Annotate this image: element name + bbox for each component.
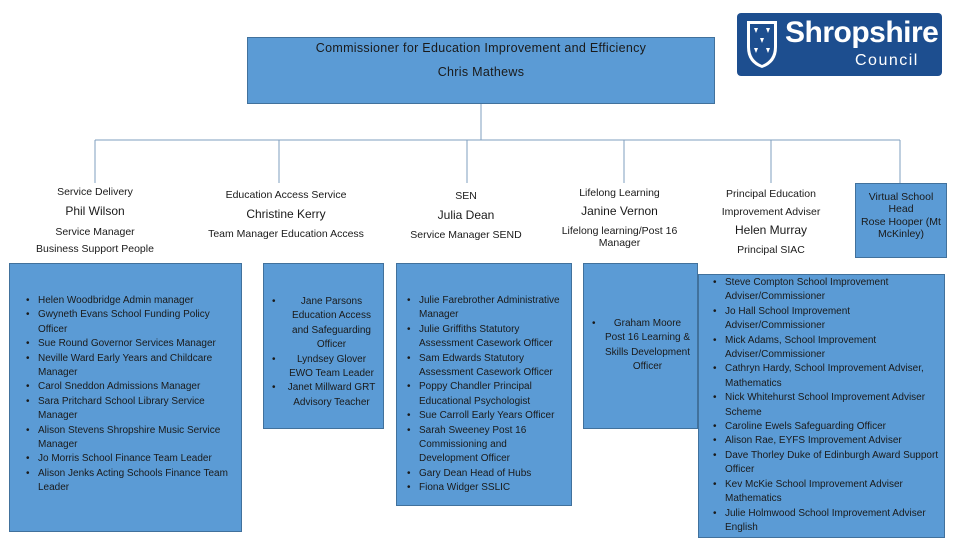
staff-list-item: Nick Whitehurst School Improvement Advis…: [713, 391, 940, 420]
commissioner-name: Chris Mathews: [437, 65, 525, 79]
list-education-access: Jane Parsons Education Access and Safegu…: [263, 263, 384, 429]
staff-list-item: Sue Round Governor Services Manager: [26, 337, 237, 352]
shropshire-council-logo: Shropshire Council: [737, 13, 942, 76]
staff-list: Julie Farebrother Administrative Manager…: [403, 294, 567, 496]
staff-list-item: Mick Adams, School Improvement Adviser/C…: [713, 334, 940, 363]
staff-list-item: Caroline Ewels Safeguarding Officer: [713, 420, 940, 435]
header-sen: SEN Julia Dean Service Manager SEND: [396, 190, 536, 241]
staff-list-item: Sarah Sweeney Post 16 Commissioning and …: [407, 424, 567, 467]
logo-subtitle: Council: [855, 52, 919, 69]
staff-list-item: Gary Dean Head of Hubs: [407, 467, 567, 482]
header-role: Service Manager: [55, 225, 135, 238]
staff-list-item: Neville Ward Early Years and Childcare M…: [26, 352, 237, 381]
staff-list-item: Poppy Chandler Principal Educational Psy…: [407, 380, 567, 409]
header-service-delivery: Service Delivery Phil Wilson Service Man…: [20, 186, 170, 255]
header-subtitle: Improvement Adviser: [721, 206, 821, 219]
staff-list-item: Jane Parsons Education Access and Safegu…: [272, 295, 379, 353]
header-principal-education: Principal Education Improvement Adviser …: [701, 188, 841, 256]
staff-list-item: Dave Thorley Duke of Edinburgh Award Sup…: [713, 449, 940, 478]
header-role: Lifelong learning/Post 16 Manager: [561, 224, 678, 249]
staff-list-item: Kev McKie School Improvement Adviser Mat…: [713, 478, 940, 507]
staff-list-item: Gwyneth Evans School Funding Policy Offi…: [26, 308, 237, 337]
staff-list-item: Julie Holmwood School Improvement Advise…: [713, 507, 940, 536]
staff-list: Graham Moore Post 16 Learning & Skills D…: [588, 317, 691, 375]
header-name: Janine Vernon: [581, 204, 658, 219]
staff-list-item: Sue Carroll Early Years Officer: [407, 409, 567, 424]
header-title: Virtual School Head: [868, 191, 934, 216]
list-lifelong-learning: Graham Moore Post 16 Learning & Skills D…: [583, 263, 698, 429]
staff-list-item: Alison Rae, EYFS Improvement Adviser: [713, 434, 940, 449]
staff-list-item: Alison Stevens Shropshire Music Service …: [26, 424, 237, 453]
header-education-access: Education Access Service Christine Kerry…: [196, 189, 376, 240]
staff-list-item: Steve Compton School Improvement Adviser…: [713, 276, 940, 305]
header-role: Service Manager SEND: [410, 228, 522, 241]
header-title: Education Access Service: [225, 189, 347, 201]
staff-list-item: Janet Millward GRT Advisory Teacher: [272, 381, 379, 410]
header-name: Helen Murray: [734, 223, 808, 238]
shield-icon: [747, 21, 777, 68]
commissioner-box: Commissioner for Education Improvement a…: [247, 37, 715, 104]
list-school-improvement: Steve Compton School Improvement Adviser…: [698, 274, 945, 538]
header-title: Lifelong Learning: [579, 187, 660, 199]
staff-list-item: Alison Jenks Acting Schools Finance Team…: [26, 467, 237, 496]
staff-list-item: Jo Morris School Finance Team Leader: [26, 452, 237, 467]
staff-list: Jane Parsons Education Access and Safegu…: [268, 295, 379, 410]
header-role: Team Manager Education Access: [208, 227, 364, 240]
list-sen: Julie Farebrother Administrative Manager…: [396, 263, 572, 506]
header-name: Rose Hooper (Mt McKinley): [861, 216, 941, 241]
staff-list-item: Sam Edwards Statutory Assessment Casewor…: [407, 352, 567, 381]
staff-list-item: Cathryn Hardy, School Improvement Advise…: [713, 362, 940, 391]
staff-list: Steve Compton School Improvement Adviser…: [709, 276, 940, 535]
header-title: Principal Education: [726, 188, 816, 200]
logo-wordmark: Shropshire: [785, 16, 939, 49]
header-name: Julia Dean: [437, 208, 495, 223]
staff-list-item: Jo Hall School Improvement Adviser/Commi…: [713, 305, 940, 334]
staff-list-item: Graham Moore Post 16 Learning & Skills D…: [592, 317, 691, 375]
header-role-2: Business Support People: [36, 242, 154, 255]
list-service-delivery: Helen Woodbridge Admin managerGwyneth Ev…: [9, 263, 242, 532]
staff-list-item: Julie Farebrother Administrative Manager: [407, 294, 567, 323]
header-name: Christine Kerry: [246, 207, 326, 222]
staff-list-item: Julie Griffiths Statutory Assessment Cas…: [407, 323, 567, 352]
staff-list-item: Lyndsey Glover EWO Team Leader: [272, 353, 379, 382]
header-virtual-school: Virtual School Head Rose Hooper (Mt McKi…: [855, 183, 947, 258]
staff-list: Helen Woodbridge Admin managerGwyneth Ev…: [22, 294, 237, 496]
header-role: Principal SIAC: [737, 243, 805, 256]
header-title: SEN: [455, 190, 477, 202]
staff-list-item: Carol Sneddon Admissions Manager: [26, 380, 237, 395]
commissioner-title: Commissioner for Education Improvement a…: [315, 41, 647, 55]
staff-list-item: Helen Woodbridge Admin manager: [26, 294, 237, 309]
header-lifelong-learning: Lifelong Learning Janine Vernon Lifelong…: [553, 187, 686, 249]
header-name: Phil Wilson: [65, 204, 125, 219]
staff-list-item: Sara Pritchard School Library Service Ma…: [26, 395, 237, 424]
header-title: Service Delivery: [57, 186, 133, 198]
staff-list-item: Fiona Widger SSLIC: [407, 481, 567, 496]
